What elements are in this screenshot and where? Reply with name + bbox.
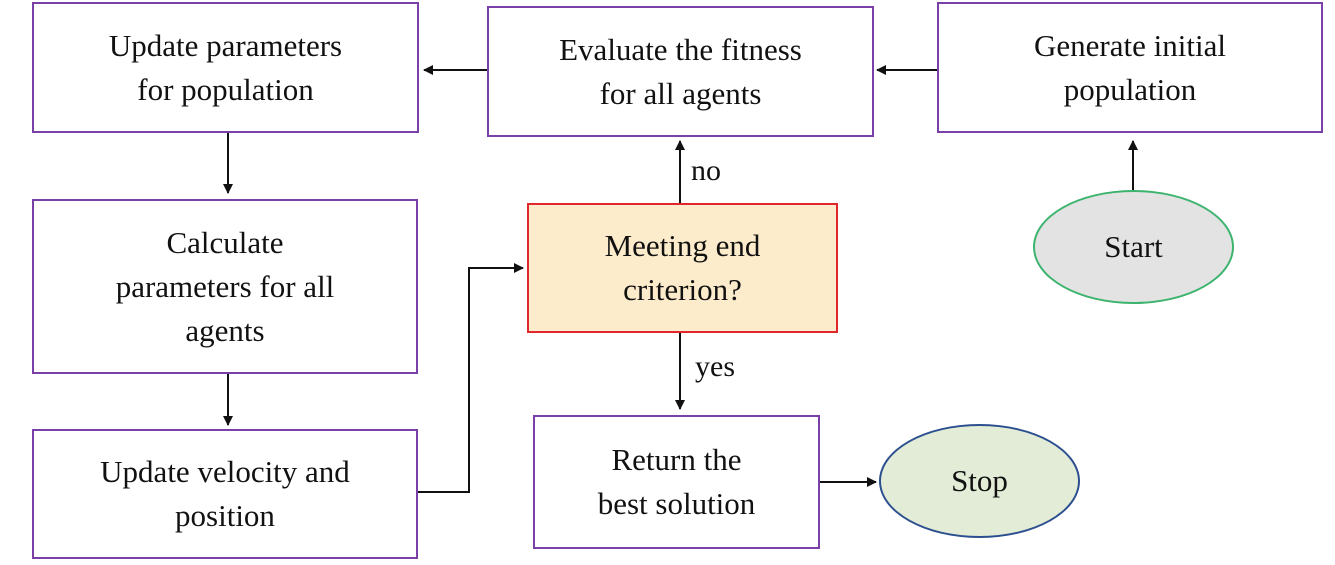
edge-label-yes: yes xyxy=(695,350,735,383)
node-stop: Stop xyxy=(879,424,1080,538)
node-start: Start xyxy=(1033,190,1234,304)
node-start-label: Start xyxy=(1104,229,1163,264)
arrow-update-velocity-to-meeting xyxy=(418,263,524,493)
node-generate-population-label: Generate initial population xyxy=(1034,27,1226,107)
node-update-velocity: Update velocity and position xyxy=(32,429,418,559)
node-update-velocity-label: Update velocity and position xyxy=(100,454,350,533)
node-calculate-parameters: Calculate parameters for all agents xyxy=(32,199,418,374)
node-update-parameters: Update parameters for population xyxy=(32,2,419,133)
node-update-parameters-label: Update parameters for population xyxy=(108,27,343,107)
node-stop-label: Stop xyxy=(951,463,1008,498)
node-return-best-solution: Return the best solution xyxy=(533,415,820,549)
node-calculate-parameters-label: Calculate parameters for all agents xyxy=(115,224,335,348)
edge-label-no: no xyxy=(691,154,721,187)
node-meeting-end-criterion-label: Meeting end criterion? xyxy=(604,228,761,307)
node-evaluate-fitness-label: Evaluate the fitness for all agents xyxy=(559,31,802,111)
node-return-best-solution-label: Return the best solution xyxy=(597,442,756,521)
node-meeting-end-criterion: Meeting end criterion? xyxy=(527,203,838,333)
node-evaluate-fitness: Evaluate the fitness for all agents xyxy=(487,6,874,137)
node-generate-population: Generate initial population xyxy=(937,2,1323,133)
